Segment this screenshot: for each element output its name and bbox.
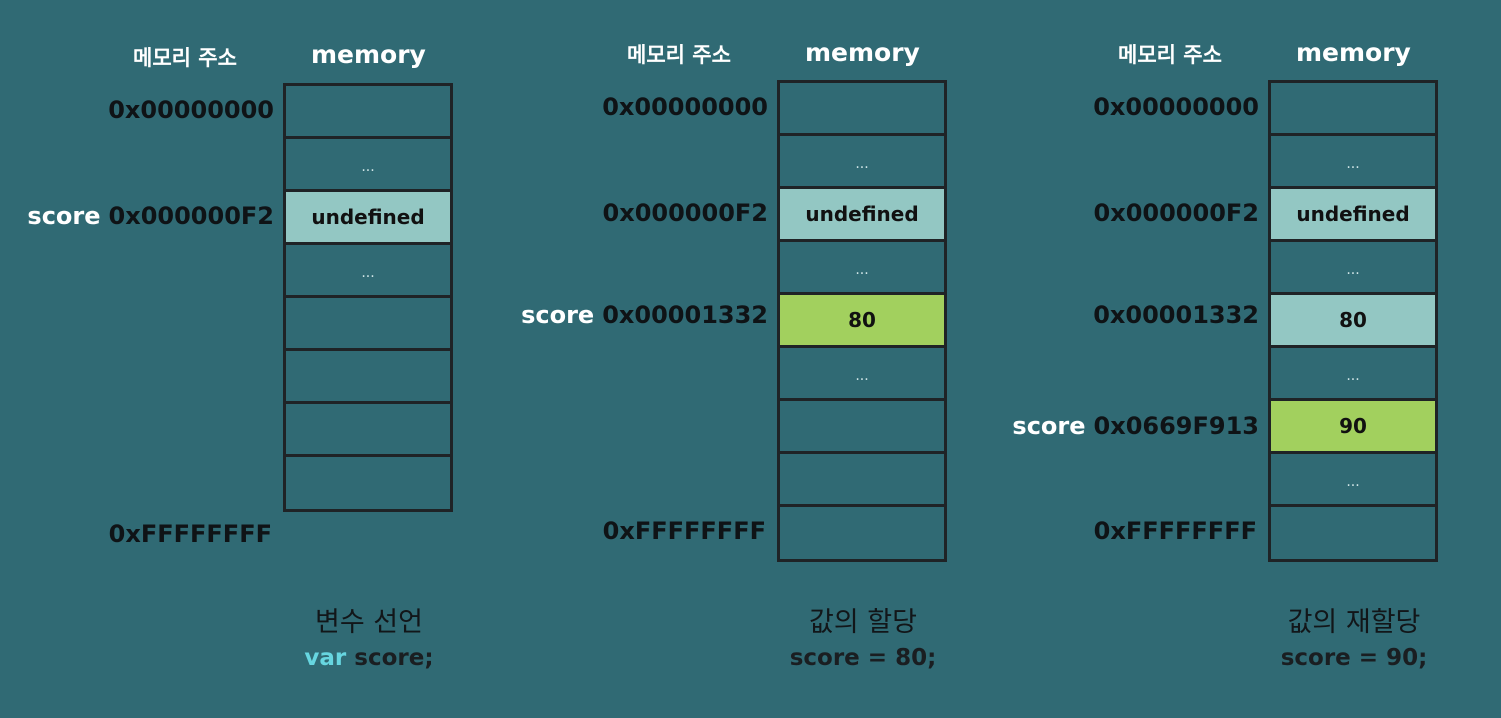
address-label: 0x000000F2 <box>603 199 768 227</box>
step-caption: 값의 할당 <box>809 607 917 638</box>
memory-cell-ellipsis: ... <box>1271 348 1435 401</box>
address-value: 0x00000000 <box>108 96 274 124</box>
variable-name: score <box>1012 412 1086 440</box>
memory-cell <box>780 401 944 454</box>
memory-cell-ellipsis: ... <box>780 348 944 401</box>
memory-cell <box>780 83 944 136</box>
address-header: 메모리 주소 <box>627 43 731 67</box>
memory-header: memory <box>311 40 426 69</box>
address-header: 메모리 주소 <box>1118 43 1222 67</box>
address-value: 0x000000F2 <box>1093 199 1259 227</box>
memory-cell-ellipsis: ... <box>286 139 450 192</box>
memory-cell <box>286 298 450 351</box>
step-caption: 변수 선언 <box>315 607 423 638</box>
address-label: 0x00000000 <box>1093 93 1259 121</box>
address-value: 0x000000F2 <box>602 199 768 227</box>
address-value: 0xFFFFFFFF <box>1093 517 1257 545</box>
panel-assignment: 메모리 주소 memory ... undefined ... 80 ... 0… <box>494 0 994 718</box>
memory-cell-undefined: undefined <box>1271 189 1435 242</box>
memory-cell-undefined: undefined <box>286 192 450 245</box>
memory-cell-ellipsis: ... <box>780 242 944 295</box>
memory-cell-value: 90 <box>1271 401 1435 454</box>
memory-cell-ellipsis: ... <box>780 136 944 189</box>
code-snippet: var score; <box>269 645 469 671</box>
address-label: 0x00001332 <box>1093 301 1259 329</box>
address-label: 0xFFFFFFFF <box>603 517 766 545</box>
address-value: 0x000000F2 <box>108 202 274 230</box>
memory-column: ... undefined ... <box>283 83 453 512</box>
address-value: 0x0669F913 <box>1093 412 1259 440</box>
memory-cell <box>286 457 450 509</box>
code-snippet: score = 80; <box>789 645 937 671</box>
memory-column: ... undefined ... 80 ... 90 ... <box>1268 80 1438 562</box>
address-value: 0x00001332 <box>602 301 768 329</box>
address-value: 0x00000000 <box>1093 93 1259 121</box>
panel-declaration: 메모리 주소 memory ... undefined ... 0x000000… <box>0 0 500 718</box>
memory-cell <box>780 507 944 559</box>
code-snippet: score = 90; <box>1280 645 1428 671</box>
variable-name: score <box>521 301 595 329</box>
address-label: 0x00000000 <box>602 93 768 121</box>
panel-reassignment: 메모리 주소 memory ... undefined ... 80 ... 9… <box>985 0 1485 718</box>
memory-cell <box>286 351 450 404</box>
memory-header: memory <box>805 38 920 67</box>
memory-cell <box>286 404 450 457</box>
memory-cell-ellipsis: ... <box>1271 242 1435 295</box>
memory-cell-ellipsis: ... <box>1271 136 1435 189</box>
memory-cell-value: 80 <box>780 295 944 348</box>
address-label: 0xFFFFFFFF <box>109 520 272 548</box>
memory-cell-undefined: undefined <box>780 189 944 242</box>
code-rest: score; <box>346 645 434 671</box>
address-value: 0xFFFFFFFF <box>602 517 766 545</box>
address-header: 메모리 주소 <box>133 46 237 70</box>
memory-cell-old-value: 80 <box>1271 295 1435 348</box>
memory-cell-ellipsis: ... <box>286 245 450 298</box>
code-keyword: var <box>304 645 347 671</box>
address-label: 0x000000F2 <box>1094 199 1259 227</box>
address-label: 0xFFFFFFFF <box>1094 517 1257 545</box>
address-value: 0x00001332 <box>1093 301 1259 329</box>
memory-cell <box>286 86 450 139</box>
memory-header: memory <box>1296 38 1411 67</box>
address-value: 0x00000000 <box>602 93 768 121</box>
memory-cell <box>1271 507 1435 559</box>
address-value: 0xFFFFFFFF <box>108 520 272 548</box>
memory-column: ... undefined ... 80 ... <box>777 80 947 562</box>
step-caption: 값의 재할당 <box>1287 607 1421 638</box>
memory-cell-ellipsis: ... <box>1271 454 1435 507</box>
memory-cell <box>1271 83 1435 136</box>
variable-name: score <box>27 202 101 230</box>
address-label: 0x00000000 <box>108 96 274 124</box>
memory-cell <box>780 454 944 507</box>
